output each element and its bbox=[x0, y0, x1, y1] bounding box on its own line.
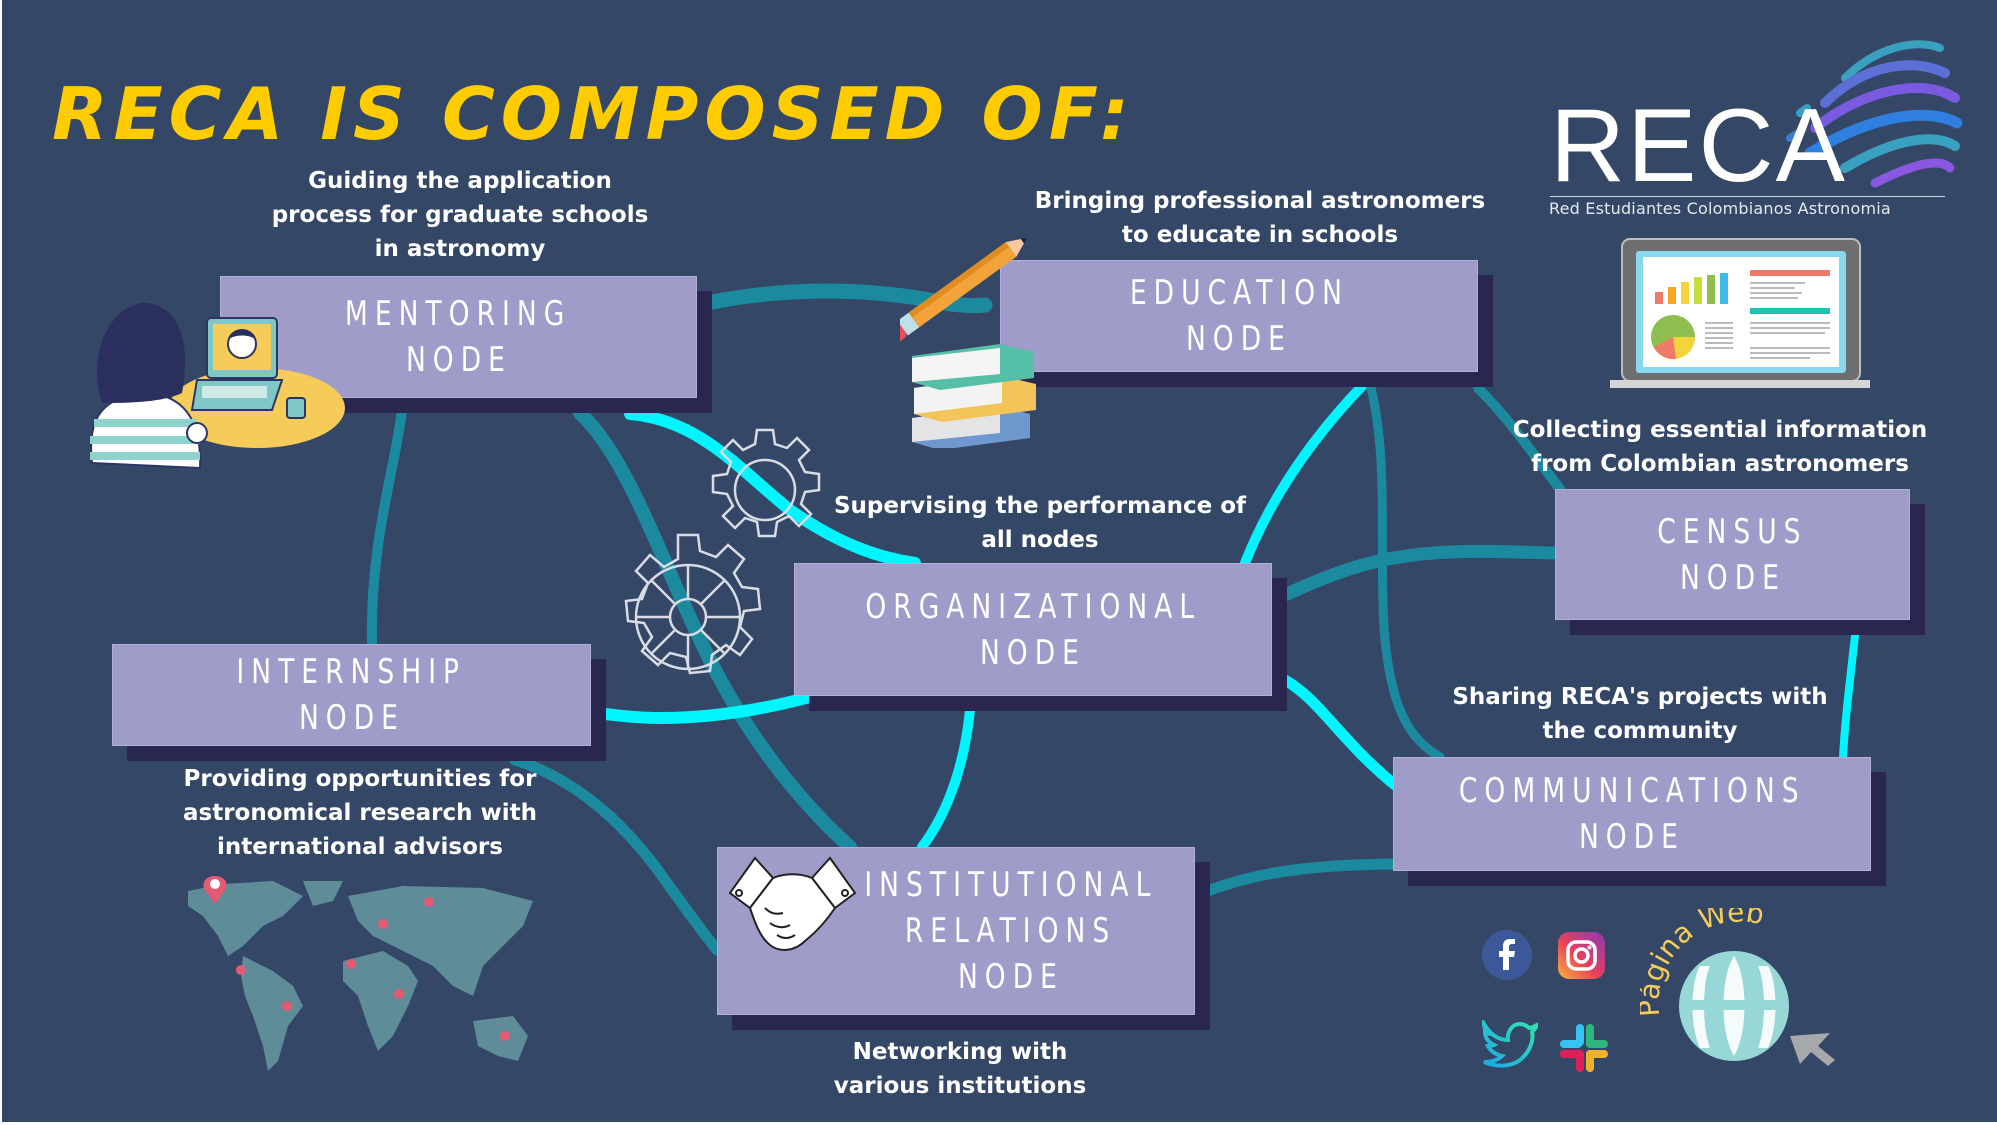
node-box: ORGANIZATIONAL NODE bbox=[794, 563, 1272, 696]
link-organizational-internship bbox=[598, 692, 812, 725]
organizational-description: Supervising the performance of all nodes bbox=[833, 493, 1247, 553]
logo-wordmark: RECA bbox=[1550, 88, 1847, 204]
link-mentoring-education bbox=[704, 283, 993, 314]
node-title-line: CENSUS bbox=[1657, 511, 1808, 552]
mentoring-description: Guiding the application process for grad… bbox=[271, 168, 649, 262]
node-title-line: NODE bbox=[298, 698, 405, 738]
video-call-illustration bbox=[90, 303, 345, 470]
reca-logo: RECA Red Estudiantes Colombianos Astrono… bbox=[1545, 18, 1965, 218]
node-box: CENSUS NODE bbox=[1555, 489, 1910, 620]
link-organizational-institutional bbox=[917, 705, 975, 852]
mini-bar-chart bbox=[1655, 273, 1728, 304]
globe-icon: Página Web bbox=[1632, 895, 1835, 1066]
link-education-census bbox=[1473, 383, 1565, 494]
node-title-line: INTERNSHIP bbox=[236, 652, 467, 692]
logo-subtitle: Red Estudiantes Colombianos Astronomia bbox=[1549, 199, 1891, 218]
internship-description: Providing opportunities for astronomical… bbox=[182, 766, 538, 860]
link-mentoring-organizational bbox=[624, 408, 921, 569]
link-education-communications bbox=[1365, 379, 1445, 762]
node-box: COMMUNICATIONS NODE bbox=[1393, 757, 1871, 871]
node-title-line: NODE bbox=[1679, 557, 1786, 598]
node-title-line: RELATIONS bbox=[905, 911, 1117, 951]
link-organizational-communications bbox=[1279, 674, 1401, 791]
institutional-description: Networking with various institutions bbox=[833, 1039, 1087, 1099]
link-mentoring-internship bbox=[366, 405, 407, 649]
twitter-link[interactable] bbox=[1481, 1016, 1541, 1068]
organizational-node[interactable]: ORGANIZATIONAL NODE bbox=[794, 563, 1287, 711]
website-link[interactable]: Página Web bbox=[1632, 895, 1840, 1068]
instagram-link[interactable] bbox=[1558, 932, 1605, 979]
slack-icon bbox=[1560, 1024, 1608, 1072]
frame-border-bottom bbox=[0, 1122, 1997, 1125]
globe-swirl-icon bbox=[1786, 40, 1963, 188]
education-description: Bringing professional astronomers to edu… bbox=[1034, 188, 1486, 248]
institutional-node[interactable]: INSTITUTIONAL RELATIONS NODE bbox=[717, 847, 1210, 1030]
node-title-line: INSTITUTIONAL bbox=[864, 865, 1158, 905]
facebook-icon bbox=[1482, 930, 1532, 980]
node-box: INTERNSHIP NODE bbox=[112, 644, 591, 746]
census-description: Collecting essential information from Co… bbox=[1512, 417, 1928, 477]
communications-description: Sharing RECA's projects with the communi… bbox=[1452, 684, 1828, 744]
facebook-link[interactable] bbox=[1482, 930, 1532, 980]
node-title-line: NODE bbox=[1579, 817, 1685, 857]
node-title-line: MENTORING bbox=[345, 294, 572, 334]
instagram-icon bbox=[1558, 932, 1605, 979]
node-title-line: NODE bbox=[980, 632, 1086, 673]
census-node[interactable]: CENSUS NODE bbox=[1555, 489, 1925, 635]
world-map-illustration bbox=[188, 876, 533, 1071]
link-census-communications bbox=[1839, 632, 1859, 761]
education-node[interactable]: EDUCATION NODE bbox=[1000, 260, 1493, 387]
node-title-line: COMMUNICATIONS bbox=[1458, 771, 1806, 811]
node-title-line: NODE bbox=[958, 957, 1064, 997]
link-organizational-census bbox=[1278, 544, 1562, 602]
link-education-organizational bbox=[1240, 379, 1369, 568]
internship-node[interactable]: INTERNSHIP NODE bbox=[112, 644, 606, 761]
laptop-dashboard-illustration bbox=[1610, 238, 1870, 388]
node-title-line: NODE bbox=[1186, 319, 1292, 359]
link-mentoring-institutional bbox=[573, 406, 857, 854]
logo-divider bbox=[1550, 196, 1945, 197]
frame-border-left bbox=[0, 0, 2, 1125]
slack-link[interactable] bbox=[1558, 1022, 1610, 1074]
link-communications-institutional bbox=[1204, 858, 1399, 896]
twitter-icon bbox=[1481, 1016, 1541, 1068]
gears-illustration bbox=[624, 428, 821, 675]
handshake-icon bbox=[728, 856, 857, 951]
node-title-line: ORGANIZATIONAL bbox=[865, 586, 1201, 627]
link-internship-institutional bbox=[509, 754, 723, 956]
communications-node[interactable]: COMMUNICATIONS NODE bbox=[1393, 757, 1886, 886]
pencil-books-illustration bbox=[900, 237, 1036, 448]
node-box: EDUCATION NODE bbox=[1000, 260, 1478, 372]
page-title: RECA IS COMPOSED OF: bbox=[52, 72, 1135, 156]
node-title-line: NODE bbox=[405, 340, 512, 380]
node-title-line: EDUCATION bbox=[1129, 273, 1349, 313]
